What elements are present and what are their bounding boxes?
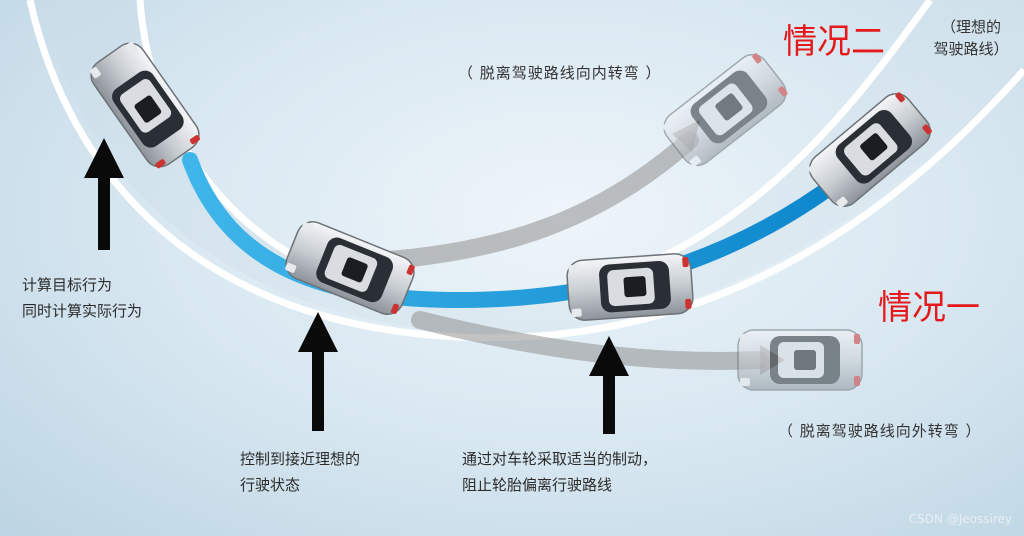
outer-turn-label: （ 脱离驾驶路线向外转弯 ） xyxy=(778,420,982,441)
calc-caption: 计算目标行为 同时计算实际行为 xyxy=(22,272,142,324)
car-corrected xyxy=(566,253,694,322)
outer-deviation-path xyxy=(420,320,760,361)
watermark: CSDN @Jeossirey xyxy=(909,512,1012,526)
case-one-label: 情况一 xyxy=(878,280,980,329)
case-two-label: 情况二 xyxy=(783,14,885,63)
arrow-control xyxy=(298,312,338,431)
car-outer-deviation xyxy=(738,330,862,390)
brake-caption-line2: 阻止轮胎偏离行驶路线 xyxy=(462,472,657,498)
control-caption-line1: 控制到接近理想的 xyxy=(240,446,360,472)
control-caption-line2: 行驶状态 xyxy=(240,472,360,498)
brake-caption: 通过对车轮采取适当的制动， 阻止轮胎偏离行驶路线 xyxy=(462,446,657,498)
ideal-path-label: （理想的 驾驶路线） xyxy=(922,16,1020,60)
brake-caption-line1: 通过对车轮采取适当的制动， xyxy=(462,446,657,472)
inner-turn-label: （ 脱离驾驶路线向内转弯 ） xyxy=(458,62,662,83)
calc-caption-line2: 同时计算实际行为 xyxy=(22,298,142,324)
control-caption: 控制到接近理想的 行驶状态 xyxy=(240,446,360,498)
inner-deviation-path xyxy=(360,140,690,262)
ideal-path-label-line2: 驾驶路线） xyxy=(922,38,1020,60)
ideal-path-label-line1: （理想的 xyxy=(922,16,1020,38)
calc-caption-line1: 计算目标行为 xyxy=(22,272,142,298)
